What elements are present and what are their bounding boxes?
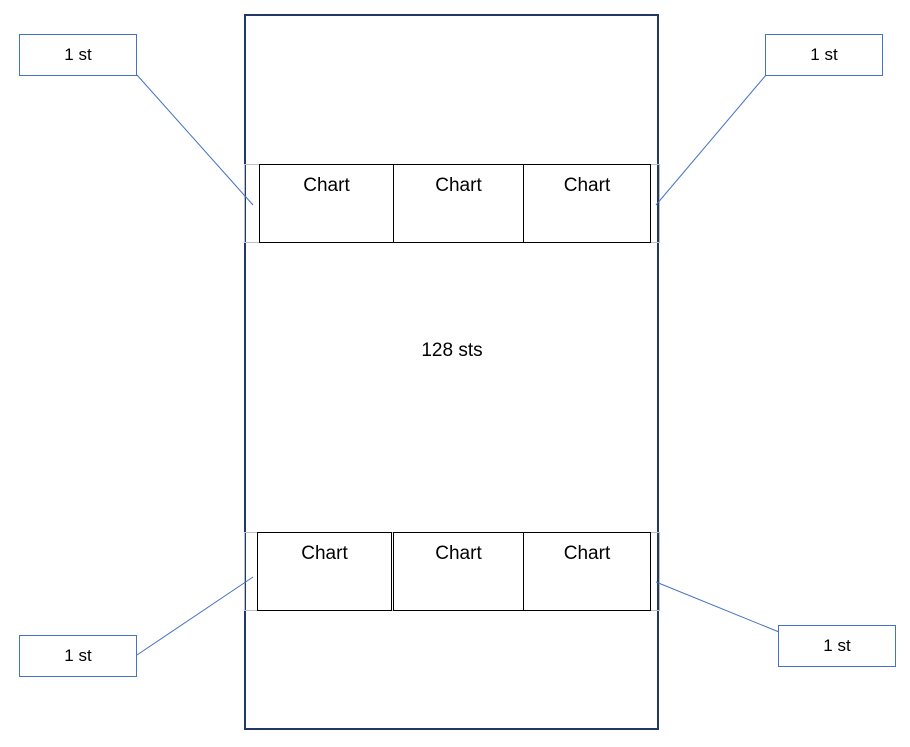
leader-line-top-right	[655, 74, 767, 206]
top-chart-3: Chart	[523, 164, 651, 243]
top-chart-1: Chart	[259, 164, 394, 243]
bottom-chart-1: Chart	[257, 532, 392, 611]
stitch-count-label: 128 sts	[421, 340, 483, 361]
bottom-chart-3: Chart	[523, 532, 651, 611]
bottom-chart-2: Chart	[393, 532, 524, 611]
callout-top-left: 1 st	[19, 34, 137, 76]
leader-line-bottom-right	[655, 581, 780, 633]
callout-bottom-right: 1 st	[778, 625, 896, 667]
leader-line-bottom-left	[136, 576, 254, 656]
callout-top-right: 1 st	[765, 34, 883, 76]
main-panel	[244, 14, 659, 730]
leader-line-top-left	[136, 74, 254, 206]
callout-bottom-left: 1 st	[19, 635, 137, 677]
